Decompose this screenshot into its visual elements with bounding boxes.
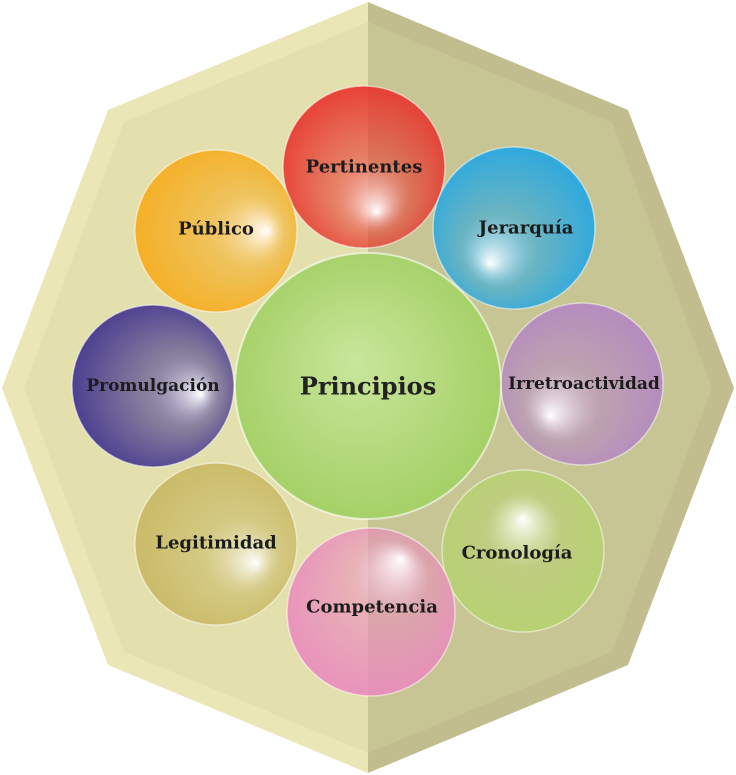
circle-legitimidad-label: Legitimidad <box>155 533 277 554</box>
circle-promulgacion-label: Promulgación <box>86 376 219 396</box>
circle-jerarquia: Jerarquía <box>432 146 596 310</box>
circle-competencia-label: Competencia <box>306 597 438 618</box>
circle-pertinentes-shape <box>282 85 446 249</box>
circle-cronologia-shape <box>441 469 605 633</box>
circle-pertinentes: Pertinentes <box>282 85 446 249</box>
circle-cronologia: Cronología <box>441 469 605 633</box>
circle-irretroactividad: Irretroactividad <box>500 302 664 466</box>
circle-competencia: Competencia <box>286 527 456 697</box>
circle-legitimidad: Legitimidad <box>134 462 298 626</box>
center-circle-shape <box>234 252 502 520</box>
circle-irretroactividad-label: Irretroactividad <box>508 374 660 394</box>
circle-jerarquia-label: Jerarquía <box>477 218 574 239</box>
circle-legitimidad-shape <box>134 462 298 626</box>
circle-cronologia-label: Cronología <box>462 543 573 564</box>
circle-pertinentes-label: Pertinentes <box>306 157 423 178</box>
center-label: Principios <box>300 372 436 401</box>
center-circle: Principios <box>234 252 502 520</box>
circle-jerarquia-shape <box>432 146 596 310</box>
circle-promulgacion: Promulgación <box>71 304 235 468</box>
circle-publico-shape <box>134 149 298 313</box>
circle-publico: Público <box>134 149 298 313</box>
circle-publico-label: Público <box>178 219 254 240</box>
circle-competencia-shape <box>286 527 456 697</box>
